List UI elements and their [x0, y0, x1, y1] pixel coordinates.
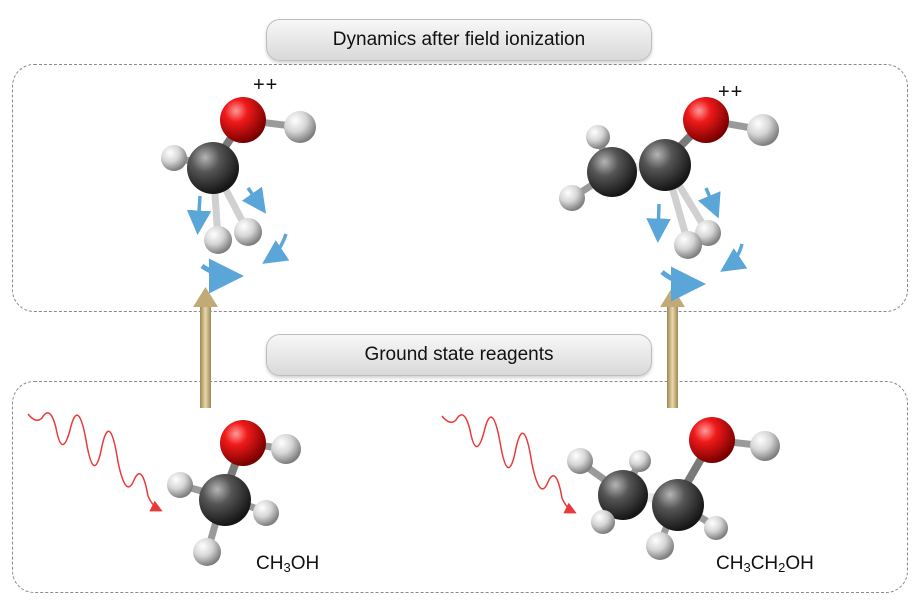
dynamics-title: Dynamics after field ionization — [332, 29, 586, 50]
formula-part: OH — [785, 553, 814, 574]
methanol-charge-label: ++ — [253, 74, 279, 96]
formula-subscript: 2 — [778, 560, 786, 575]
ionization-panel — [12, 64, 908, 312]
motion-arrows-methanol — [186, 186, 290, 294]
formula-subscript: 3 — [743, 560, 751, 575]
formula-subscript: 3 — [283, 560, 291, 575]
transition-arrow-ethanol — [660, 287, 685, 408]
ethanol-formula: CH3CH2OH — [716, 553, 814, 575]
motion-arrows-ethanol — [646, 187, 748, 302]
dynamics-title-banner: Dynamics after field ionization — [266, 19, 652, 61]
formula-part: CH — [750, 553, 779, 574]
formula-part: OH — [290, 553, 320, 574]
formula-part: CH — [256, 553, 284, 574]
laser-pulse-ethanol — [441, 414, 577, 514]
ethanol-charge-label: ++ — [718, 81, 744, 103]
formula-part: CH — [716, 553, 744, 574]
laser-pulse-methanol — [27, 412, 163, 512]
ground-state-title-banner: Ground state reagents — [266, 334, 652, 376]
ground-state-title: Ground state reagents — [364, 344, 554, 365]
ionized-ethanol-molecule — [559, 97, 779, 259]
methanol-formula: CH3OH — [256, 553, 319, 575]
ground-state-panel — [12, 381, 908, 593]
transition-arrow-methanol — [193, 287, 218, 408]
ionized-methanol-molecule — [161, 97, 316, 254]
ethanol-molecule — [567, 417, 780, 560]
methanol-molecule — [167, 420, 301, 566]
